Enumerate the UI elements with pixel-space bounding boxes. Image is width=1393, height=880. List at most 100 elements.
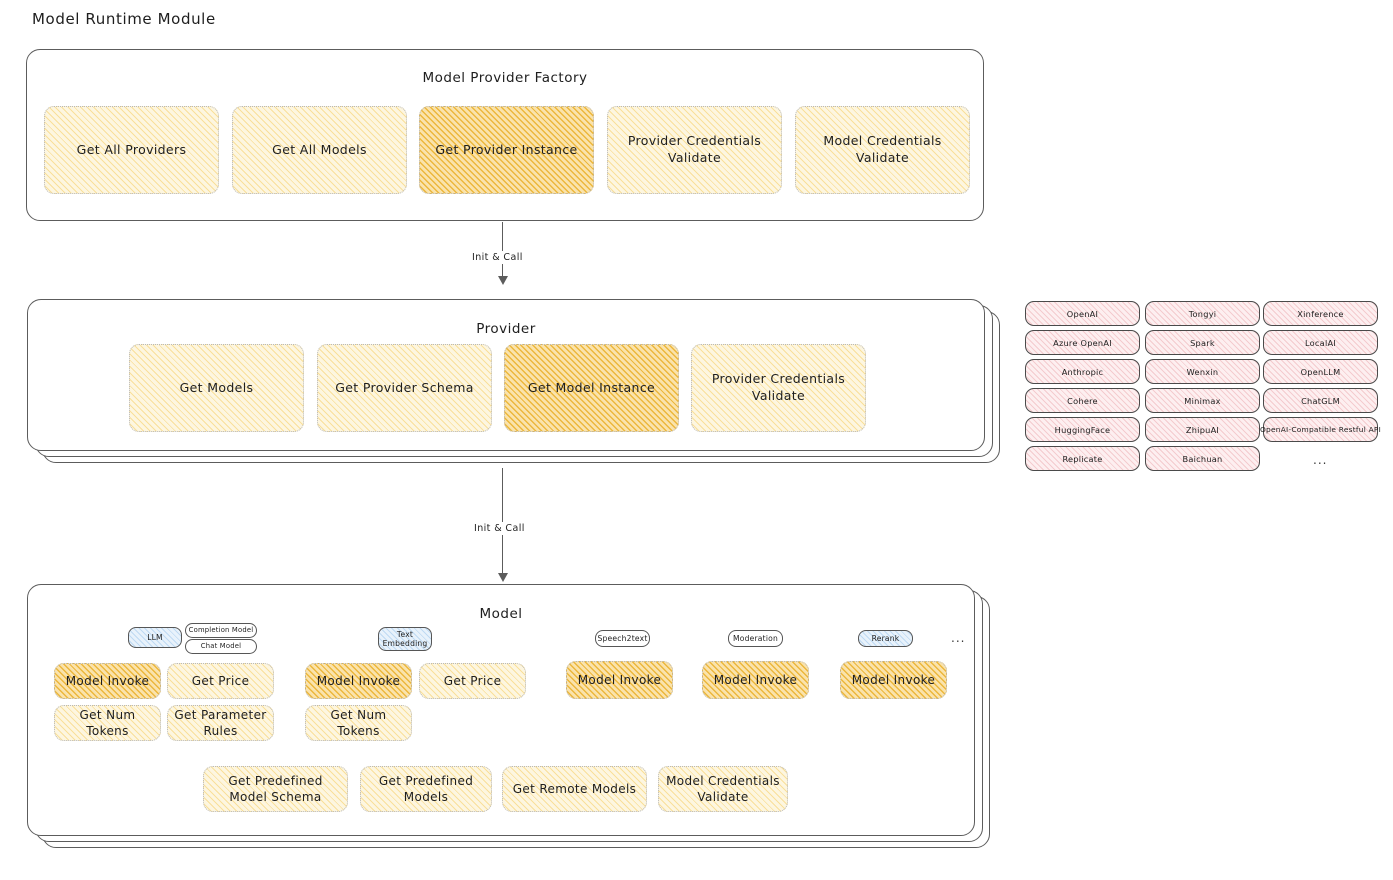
model-type-chip-label: Speech2text <box>597 633 648 643</box>
provider-list-more-ellipsis: ... <box>1313 453 1328 467</box>
model-box-model-credentials-validate[interactable]: Model Credentials Validate <box>658 766 788 812</box>
provider-chip-label: Anthropic <box>1061 366 1104 377</box>
provider-box-provider-credentials-validate[interactable]: Provider Credentials Validate <box>691 344 866 432</box>
provider-chip-tongyi[interactable]: Tongyi <box>1145 301 1260 326</box>
provider-chip-label: OpenLLM <box>1300 366 1341 377</box>
factory-box-get-provider-instance[interactable]: Get Provider Instance <box>419 106 594 194</box>
provider-chip-label: OpenAI-Compatible Restful API <box>1259 425 1382 434</box>
op-label: Model Invoke <box>65 673 150 688</box>
model-subtype-chip-label: Completion Model <box>188 626 254 635</box>
op-label: Get Price <box>191 673 250 688</box>
model-subtype-chip-completion-model[interactable]: Completion Model <box>185 623 257 638</box>
arrow-factory-to-provider-head <box>497 276 508 285</box>
model-types-more-ellipsis: ... <box>951 631 966 645</box>
model-type-chip-text-embedding[interactable]: Text Embedding <box>378 627 432 651</box>
provider-chip-zhipuai[interactable]: ZhipuAI <box>1145 417 1260 442</box>
provider-chip-label: Cohere <box>1067 395 1098 406</box>
provider-chip-openai-compatible-restful-api[interactable]: OpenAI-Compatible Restful API <box>1259 417 1382 442</box>
factory-box-label: Get All Providers <box>76 141 187 157</box>
provider-chip-huggingface[interactable]: HuggingFace <box>1025 417 1140 442</box>
provider-chip-openllm[interactable]: OpenLLM <box>1263 359 1378 384</box>
provider-chip-label: Baichuan <box>1182 453 1223 464</box>
op-label: Get Num Tokens <box>79 707 136 738</box>
arrow-provider-to-model-label: Init & Call <box>470 522 529 535</box>
page-title: Model Runtime Module <box>32 10 216 28</box>
model-type-chip-speech2text[interactable]: Speech2text <box>595 630 650 647</box>
provider-title: Provider <box>476 321 536 337</box>
factory-box-get-all-providers[interactable]: Get All Providers <box>44 106 219 194</box>
provider-chip-baichuan[interactable]: Baichuan <box>1145 446 1260 471</box>
op-label: Model Invoke <box>713 672 798 687</box>
model-type-chip-label: Rerank <box>871 633 900 643</box>
provider-chip-label: Spark <box>1190 337 1215 348</box>
provider-chip-azure-openai[interactable]: Azure OpenAI <box>1025 330 1140 355</box>
model-subtype-chip-label: Chat Model <box>200 642 242 651</box>
provider-chip-localai[interactable]: LocalAI <box>1263 330 1378 355</box>
model-provider-factory-title: Model Provider Factory <box>422 70 588 86</box>
provider-chip-label: OpenAI <box>1066 308 1099 319</box>
llm-box-get-parameter-rules[interactable]: Get Parameter Rules <box>167 705 274 741</box>
model-type-chip-llm[interactable]: LLM <box>128 627 182 648</box>
model-box-get-predefined-models[interactable]: Get Predefined Models <box>360 766 492 812</box>
model-type-chip-rerank[interactable]: Rerank <box>858 630 913 647</box>
provider-chip-anthropic[interactable]: Anthropic <box>1025 359 1140 384</box>
op-label: Model Invoke <box>851 672 936 687</box>
provider-box-get-models[interactable]: Get Models <box>129 344 304 432</box>
llm-box-model-invoke[interactable]: Model Invoke <box>54 663 161 699</box>
model-type-chip-moderation[interactable]: Moderation <box>728 630 783 647</box>
op-label: Get Predefined Model Schema <box>228 773 323 804</box>
model-subtype-chip-chat-model[interactable]: Chat Model <box>185 639 257 654</box>
op-label: Get Predefined Models <box>378 773 474 804</box>
op-label: Get Num Tokens <box>330 707 387 738</box>
model-box-get-predefined-model-schema[interactable]: Get Predefined Model Schema <box>203 766 348 812</box>
factory-box-get-all-models[interactable]: Get All Models <box>232 106 407 194</box>
factory-box-label: Get Provider Instance <box>435 141 578 157</box>
provider-chip-label: Wenxin <box>1186 366 1219 377</box>
provider-chip-wenxin[interactable]: Wenxin <box>1145 359 1260 384</box>
op-label: Get Parameter Rules <box>174 707 267 738</box>
provider-chip-label: Tongyi <box>1188 308 1217 319</box>
provider-chip-label: HuggingFace <box>1054 424 1111 435</box>
op-label: Get Remote Models <box>512 781 637 796</box>
op-label: Model Credentials Validate <box>666 773 780 804</box>
text-embedding-box-model-invoke[interactable]: Model Invoke <box>305 663 412 699</box>
provider-chip-openai[interactable]: OpenAI <box>1025 301 1140 326</box>
arrow-provider-to-model-head <box>497 573 508 582</box>
arrow-factory-to-provider-label: Init & Call <box>468 251 527 264</box>
provider-box-label: Provider Credentials Validate <box>711 371 846 403</box>
llm-box-get-num-tokens[interactable]: Get Num Tokens <box>54 705 161 741</box>
op-label: Model Invoke <box>316 673 401 688</box>
arrow-factory-to-provider-line <box>502 222 504 279</box>
provider-chip-label: ZhipuAI <box>1185 424 1220 435</box>
provider-box-get-provider-schema[interactable]: Get Provider Schema <box>317 344 492 432</box>
provider-chip-minimax[interactable]: Minimax <box>1145 388 1260 413</box>
rerank-box-model-invoke[interactable]: Model Invoke <box>840 661 947 699</box>
provider-chip-spark[interactable]: Spark <box>1145 330 1260 355</box>
provider-chip-label: Xinference <box>1297 308 1344 319</box>
model-type-chip-label: LLM <box>147 632 163 642</box>
provider-box-get-model-instance[interactable]: Get Model Instance <box>504 344 679 432</box>
provider-chip-label: ChatGLM <box>1301 395 1340 406</box>
provider-box-label: Get Provider Schema <box>335 379 474 395</box>
provider-box-label: Get Models <box>179 379 254 395</box>
moderation-box-model-invoke[interactable]: Model Invoke <box>702 661 809 699</box>
llm-box-get-price[interactable]: Get Price <box>167 663 274 699</box>
factory-box-provider-credentials-validate[interactable]: Provider Credentials Validate <box>607 106 782 194</box>
factory-box-label: Get All Models <box>272 141 367 157</box>
speech2text-box-model-invoke[interactable]: Model Invoke <box>566 661 673 699</box>
provider-chip-chatglm[interactable]: ChatGLM <box>1263 388 1378 413</box>
text-embedding-box-get-num-tokens[interactable]: Get Num Tokens <box>305 705 412 741</box>
factory-box-model-credentials-validate[interactable]: Model Credentials Validate <box>795 106 970 194</box>
provider-chip-cohere[interactable]: Cohere <box>1025 388 1140 413</box>
model-title: Model <box>479 606 523 622</box>
provider-box-label: Get Model Instance <box>527 379 656 395</box>
provider-chip-xinference[interactable]: Xinference <box>1263 301 1378 326</box>
provider-chip-label: Azure OpenAI <box>1053 337 1112 348</box>
model-type-chip-label: Text Embedding <box>382 629 428 648</box>
provider-chip-label: LocalAI <box>1305 337 1336 348</box>
provider-chip-replicate[interactable]: Replicate <box>1025 446 1140 471</box>
model-box-get-remote-models[interactable]: Get Remote Models <box>502 766 647 812</box>
op-label: Get Price <box>443 673 502 688</box>
text-embedding-box-get-price[interactable]: Get Price <box>419 663 526 699</box>
